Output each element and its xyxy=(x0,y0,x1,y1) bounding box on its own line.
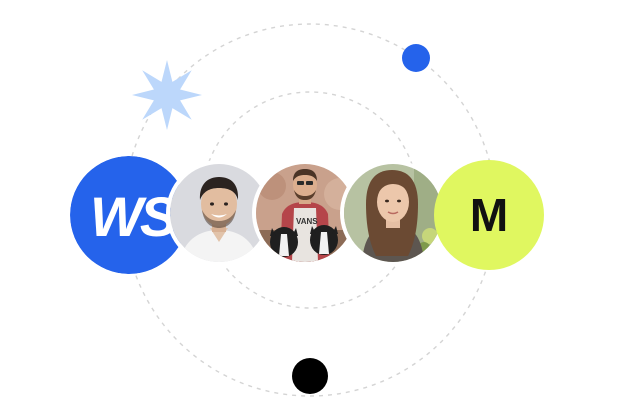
black-dot xyxy=(292,358,328,394)
ws-logo-icon: WS xyxy=(70,156,188,274)
blue-dot xyxy=(402,44,430,72)
team-member-avatar-3 xyxy=(340,160,446,266)
svg-text:VANS: VANS xyxy=(296,217,318,226)
man-smiling-avatar-icon xyxy=(170,164,268,262)
m-logo-text: M xyxy=(469,189,509,241)
woman-avatar-icon xyxy=(344,164,442,262)
sparkle-icon xyxy=(132,60,202,130)
m-logo-avatar: M xyxy=(434,160,544,270)
ws-logo-avatar: WS xyxy=(70,156,188,274)
ws-logo-text: WS xyxy=(90,185,177,248)
